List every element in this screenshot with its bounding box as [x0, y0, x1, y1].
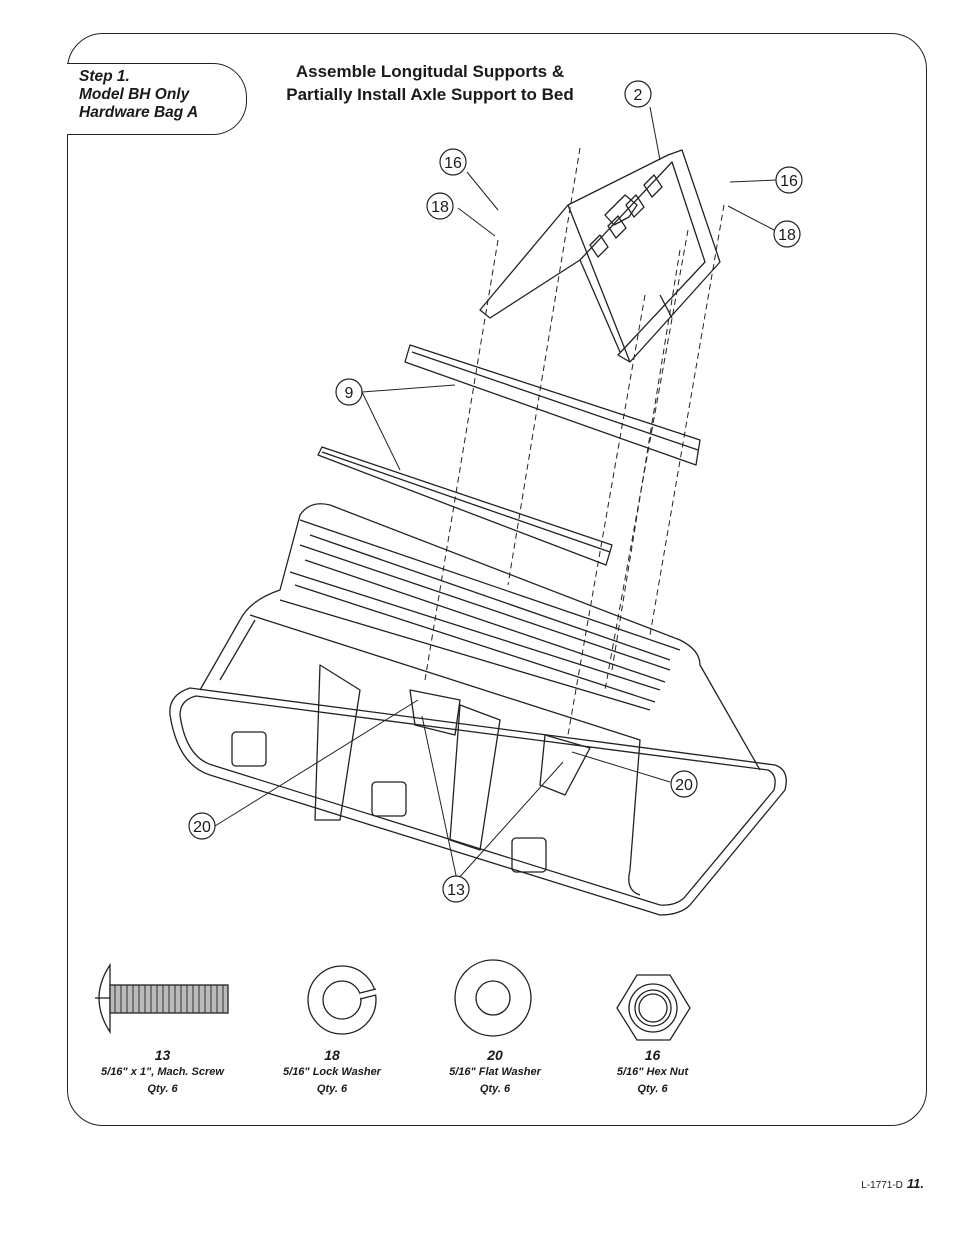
svg-text:18: 18: [778, 227, 796, 244]
callout-2: 2: [624, 80, 652, 108]
hex-nut-icon: [616, 974, 691, 1041]
fastener-paths: [424, 147, 725, 736]
callout-13: 13: [442, 875, 470, 903]
hardware-item-16: 16 5/16" Hex Nut Qty. 6: [590, 1047, 715, 1098]
hardware-quantity: Qty. 6: [147, 1083, 178, 1095]
flat-washer-icon: [454, 959, 532, 1037]
hardware-item-20: 20 5/16" Flat Washer Qty. 6: [425, 1047, 565, 1098]
hardware-description: 5/16" Lock Washer: [283, 1066, 381, 1078]
machine-screw-icon: [95, 962, 229, 1035]
callout-20-left: 20: [188, 812, 216, 840]
leader-lines: [214, 106, 777, 881]
hardware-item-18: 18 5/16" Lock Washer Qty. 6: [262, 1047, 402, 1098]
callout-16-left: 16: [439, 148, 467, 176]
callout-18-right: 18: [773, 220, 801, 248]
hardware-quantity: Qty. 6: [637, 1083, 668, 1095]
hardware-number: 20: [487, 1047, 503, 1063]
title-line-2: Partially Install Axle Support to Bed: [286, 85, 574, 104]
callout-9: 9: [335, 378, 363, 406]
svg-text:16: 16: [444, 155, 462, 172]
axle-support-part: [479, 149, 721, 363]
svg-text:13: 13: [447, 882, 465, 899]
hardware-number: 13: [154, 1047, 171, 1063]
callout-16-right: 16: [775, 166, 803, 194]
title-line-1: Assemble Longitudal Supports &: [295, 62, 565, 81]
hardware-quantity: Qty. 6: [316, 1083, 348, 1095]
svg-text:9: 9: [345, 385, 354, 402]
step-number: Step 1.: [79, 68, 130, 85]
svg-text:18: 18: [431, 199, 449, 216]
hardware-description: 5/16" x 1", Mach. Screw: [101, 1066, 224, 1078]
document-code: L-1771-D: [861, 1180, 903, 1191]
step-tab: Step 1. Model BH Only Hardware Bag A: [67, 63, 247, 135]
callouts: 2 16 18 16 18 9 20 20: [188, 80, 803, 903]
page-title: Assemble Longitudal Supports & Partially…: [270, 60, 590, 106]
hardware-item-13: 13 5/16" x 1", Mach. Screw Qty. 6: [80, 1047, 245, 1098]
lock-washer-icon: [307, 965, 377, 1035]
step-hardware-bag: Hardware Bag A: [79, 104, 199, 121]
callout-18-left: 18: [426, 192, 454, 220]
svg-text:16: 16: [780, 173, 798, 190]
longitudinal-supports: [317, 344, 701, 566]
svg-text:20: 20: [193, 819, 211, 836]
hardware-description: 5/16" Hex Nut: [616, 1066, 689, 1078]
page-number: 11.: [906, 1176, 924, 1191]
svg-text:20: 20: [675, 777, 693, 794]
step-model: Model BH Only: [79, 86, 190, 103]
hardware-number: 16: [644, 1047, 661, 1063]
cart-bed: [169, 503, 787, 916]
svg-text:2: 2: [634, 87, 643, 104]
callout-20-right: 20: [670, 770, 698, 798]
hardware-number: 18: [324, 1047, 340, 1063]
page-border: [67, 33, 927, 1126]
hardware-quantity: Qty. 6: [479, 1083, 511, 1095]
hardware-description: 5/16" Flat Washer: [449, 1066, 541, 1078]
